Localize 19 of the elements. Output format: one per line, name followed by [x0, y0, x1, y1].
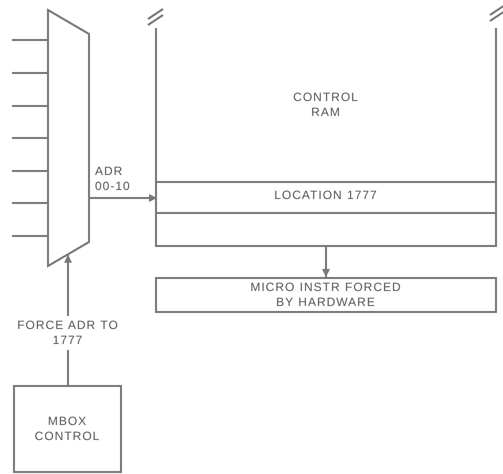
node-label: CONTROL RAM: [292, 90, 360, 120]
process-box: [155, 277, 497, 313]
memory-location-row: [157, 181, 495, 214]
input-line: [12, 72, 47, 74]
process-box: [13, 385, 122, 473]
input-line: [12, 105, 47, 107]
edge-label: ADR 00-10: [95, 164, 132, 194]
input-line: [12, 235, 47, 237]
node-label: MBOX CONTROL: [34, 414, 102, 444]
input-line: [12, 170, 47, 172]
memory-block: [155, 28, 497, 247]
node-label: MICRO INSTR FORCED BY HARDWARE: [249, 280, 403, 310]
input-line: [12, 137, 47, 139]
node-label: LOCATION 1777: [273, 188, 379, 203]
arrow: [90, 194, 157, 202]
input-line: [12, 39, 47, 41]
input-line: [12, 202, 47, 204]
arrow: [322, 247, 330, 277]
multiplexer-shape: [47, 9, 90, 267]
